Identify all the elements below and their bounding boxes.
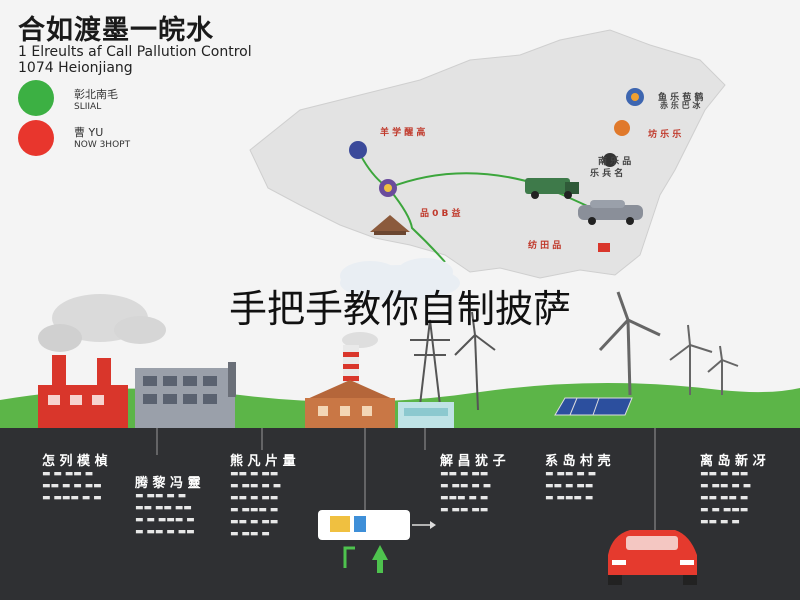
column-body: ▬ ▬▬ ▬ ▬ ▬▬ ▬▬ ▬▬ ▬ ▬ ▬▬▬ ▬ ▬ ▬▬ ▬ ▬▬ <box>135 491 195 537</box>
legend-sublabel: SLIIAL <box>74 102 102 112</box>
wind-turbine <box>707 345 739 395</box>
subtitle-line-1: 1 Elreults af Call Pallution Control <box>18 44 252 60</box>
map-marker-icon <box>603 153 617 167</box>
column-body: ▬▬ ▬ ▬▬ ▬ ▬▬ ▬ ▬ ▬▬ ▬▬ ▬ ▬ ▬ ▬▬▬ ▬▬ ▬ ▬ <box>700 469 752 527</box>
legend-label: 曹 YU <box>74 126 104 139</box>
legend-red-dot <box>18 120 54 156</box>
brick-building <box>305 380 395 400</box>
subtitle-line-2: 1074 Heionjiang <box>18 60 133 76</box>
map-label: 纺 田 品 <box>528 241 562 251</box>
map-marker-icon <box>349 141 367 159</box>
map-label: 赤 乐 巴 冰 <box>660 101 701 110</box>
map-label: 坊 乐 乐 <box>648 130 682 140</box>
column-body: ▬▬ ▬ ▬▬ ▬ ▬▬ ▬ ▬ ▬▬▬ ▬ ▬ ▬ ▬▬ ▬▬ <box>440 469 492 515</box>
legend-sublabel: NOW 3HOPT <box>74 140 131 150</box>
column-body: ▬ ▬▬ ▬ ▬ ▬▬ ▬ ▬▬ ▬ ▬▬▬ ▬ <box>545 469 597 503</box>
china-map-silhouette <box>249 29 726 279</box>
house-icon <box>370 215 410 232</box>
column-heading: 熊 凡 片 量 <box>230 454 296 469</box>
legend-label: 彰北南毛 <box>74 88 118 101</box>
column-heading: 离 岛 新 冴 <box>700 454 766 469</box>
map-marker-icon <box>598 243 610 252</box>
legend-green-dot <box>18 80 54 116</box>
column-heading: 怎 列 模 楨 <box>42 454 108 469</box>
map-label: 南 乐 品 <box>598 157 632 167</box>
banner-heading: 手把手教你自制披萨 <box>228 287 571 331</box>
column-heading: 解 昌 犹 子 <box>440 454 506 469</box>
wind-turbine <box>454 311 496 411</box>
page-title: 合如渡墨一皖水 <box>18 15 214 46</box>
factory-building <box>38 385 128 430</box>
factory-chimney <box>228 362 236 397</box>
column-heading: 系 岛 村 壳 <box>545 454 611 469</box>
route-line-lower <box>389 189 446 263</box>
map-label: 品 0 B 益 <box>420 209 461 219</box>
column-heading: 腾 黎 冯 靈 <box>135 476 201 491</box>
solar-panel <box>554 397 633 416</box>
truck-icon <box>525 178 570 194</box>
wind-turbine <box>598 291 661 396</box>
column-body: ▬▬ ▬ ▬▬ ▬ ▬▬ ▬ ▬ ▬▬ ▬ ▬▬ ▬ ▬▬▬ ▬ ▬▬ ▬ ▬▬… <box>230 469 282 539</box>
green-arrow-icon <box>343 546 355 568</box>
car-icon <box>578 205 643 220</box>
map-label: 乐 兵 名 <box>590 169 624 179</box>
map-label: 鱼 乐 苞 鹤 <box>658 93 704 103</box>
wind-turbine <box>669 324 713 395</box>
map-marker-icon <box>614 120 630 136</box>
map-label: 羊 学 醒 高 <box>380 128 426 138</box>
column-body: ▬ ▬ ▬▬ ▬ ▬▬ ▬ ▬ ▬▬ ▬ ▬▬▬ ▬ ▬ <box>42 469 102 503</box>
green-arrow-icon <box>372 545 388 573</box>
